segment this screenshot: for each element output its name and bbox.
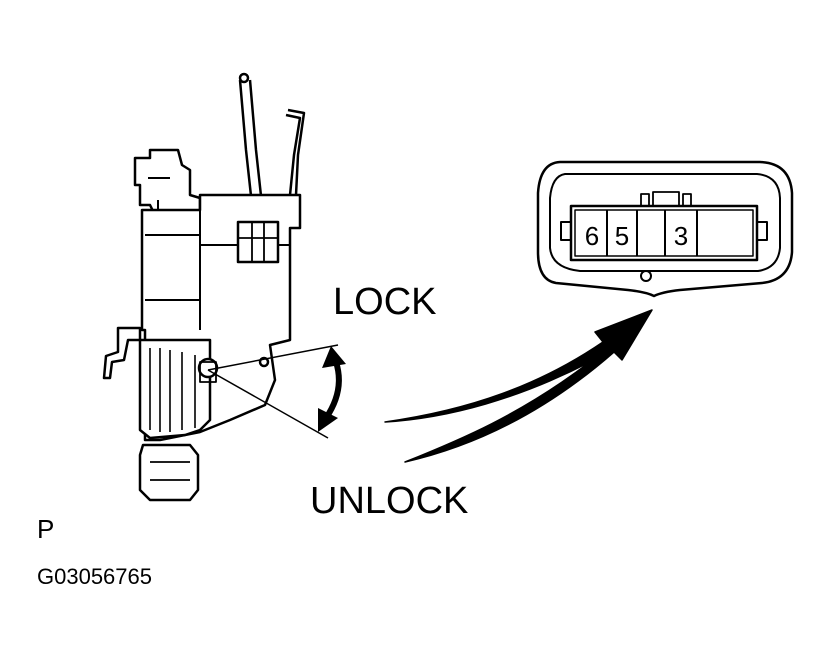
pointer-arrow	[384, 309, 653, 463]
switch-plate	[138, 338, 212, 440]
terminal-cavity-2: 5	[615, 221, 629, 251]
terminal-numbers: 6 5 3	[585, 221, 688, 251]
bottom-connector	[138, 443, 200, 502]
connector-key-left	[640, 193, 650, 207]
terminal-cavity-4: 3	[674, 221, 688, 251]
connector-locating-hole	[640, 270, 652, 282]
rotation-arrow-head-up	[322, 346, 346, 368]
connector-key-right	[682, 193, 692, 207]
lock-rod-right	[285, 108, 306, 196]
lock-unlock-indicator	[207, 344, 346, 439]
top-bracket	[133, 148, 202, 217]
door-lock-assembly	[102, 72, 306, 502]
rod-guide	[236, 220, 280, 264]
terminal-cavity-1: 6	[585, 221, 599, 251]
side-lever	[102, 326, 142, 380]
unlock-label: UNLOCK	[310, 480, 468, 522]
rotation-arrow-arc	[323, 361, 342, 420]
connector-face	[536, 160, 794, 298]
pointer-arrow-body	[384, 309, 653, 463]
connector-tab-right	[756, 221, 768, 241]
lock-reference-line	[207, 344, 339, 371]
connector-key-center	[652, 191, 680, 207]
rod-tip	[238, 72, 250, 84]
view-label: P	[37, 514, 54, 544]
connector-tab-left	[560, 221, 572, 241]
rotation-arrow-head-down	[318, 408, 338, 432]
unlock-reference-line	[207, 369, 329, 439]
lock-label: LOCK	[333, 281, 436, 323]
figure-id-label: G03056765	[37, 564, 152, 589]
